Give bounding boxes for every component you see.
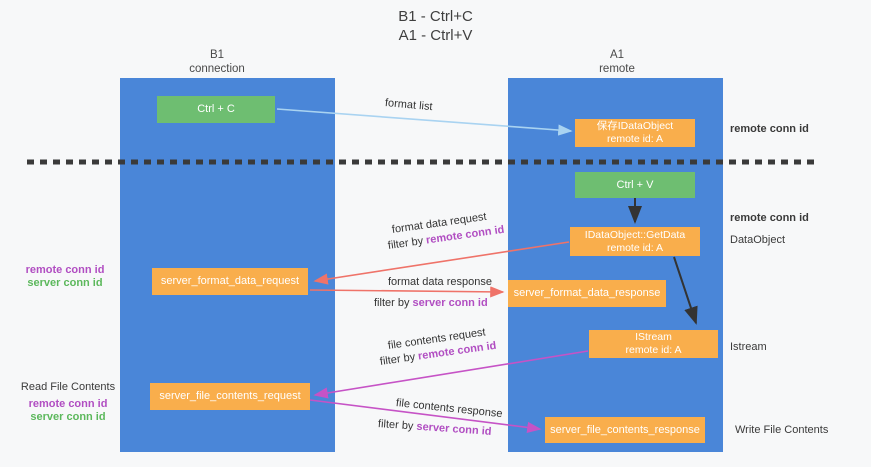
- istream-annotation: Istream: [730, 341, 767, 353]
- ctrl-v-node: Ctrl + V: [575, 172, 695, 198]
- lane-header-a1: A1 remote: [557, 48, 677, 76]
- getdata-line2: remote id: A: [606, 241, 664, 254]
- lane-a1-role: remote: [599, 63, 635, 75]
- save-idataobject-line2: remote id: A: [606, 133, 664, 145]
- istream-line1: IStream: [635, 331, 672, 343]
- read-file-contents-annotation: Read File Contents remote conn id server…: [18, 381, 118, 424]
- filter-by-server-conn-id-label-1: filter by server conn id: [374, 297, 488, 309]
- server-conn-id-text: server conn id: [30, 411, 106, 423]
- server-conn-id-text: server conn id: [412, 297, 488, 309]
- lane-b1-name: B1: [209, 49, 225, 61]
- left-conn-id-annotation: remote conn id server conn id: [20, 264, 110, 290]
- diagram-title: B1 - Ctrl+C A1 - Ctrl+V: [0, 7, 871, 45]
- server-file-contents-response-label: server_file_contents_response: [550, 423, 700, 436]
- server-format-data-request-label: server_format_data_request: [160, 275, 300, 287]
- save-idataobject-line1: 保存IDataObject: [596, 120, 674, 132]
- write-file-contents-annotation: Write File Contents: [735, 424, 829, 436]
- read-file-contents-text: Read File Contents: [20, 381, 116, 393]
- server-file-contents-response-node: server_file_contents_response: [545, 417, 705, 443]
- title-line-1: B1 - Ctrl+C: [398, 8, 473, 25]
- format-data-response-arrow: [309, 286, 505, 298]
- format-data-response-label: format data response: [388, 276, 492, 288]
- server-format-data-response-node: server_format_data_response: [508, 280, 666, 307]
- ctrl-c-label: Ctrl + C: [197, 103, 235, 115]
- filter-by-text: filter by: [374, 297, 413, 309]
- lane-header-b1: B1 connection: [157, 48, 277, 76]
- getdata-to-istream-arrow: [673, 256, 698, 325]
- remote-conn-id-annotation-top: remote conn id: [730, 123, 809, 135]
- ctrl-c-node: Ctrl + C: [157, 96, 275, 123]
- server-conn-id-text: server conn id: [27, 277, 103, 289]
- server-file-contents-request-label: server_file_contents_request: [159, 390, 301, 402]
- idataobject-getdata-node: IDataObject::GetData remote id: A: [570, 227, 700, 256]
- lane-b1-role: connection: [189, 63, 245, 75]
- title-line-2: A1 - Ctrl+V: [398, 27, 473, 44]
- save-idataobject-node: 保存IDataObject remote id: A: [575, 119, 695, 147]
- server-file-contents-request-node: server_file_contents_request: [150, 383, 310, 410]
- format-data-request-arrow: [313, 241, 570, 285]
- dataobject-annotation: DataObject: [730, 234, 786, 246]
- ctrl-v-label: Ctrl + V: [616, 178, 654, 191]
- remote-conn-id-text: remote conn id: [28, 398, 108, 410]
- file-contents-response-arrow: [309, 399, 542, 433]
- server-format-data-request-node: server_format_data_request: [152, 268, 308, 295]
- istream-line2: remote id: A: [625, 344, 682, 356]
- format-list-arrow: [276, 108, 573, 136]
- remote-conn-id-text: remote conn id: [25, 264, 105, 276]
- server-format-data-response-label: server_format_data_response: [513, 287, 661, 299]
- lane-a1-name: A1: [609, 49, 625, 61]
- remote-conn-id-annotation-mid: remote conn id: [730, 212, 809, 224]
- istream-node: IStream remote id: A: [589, 330, 718, 358]
- file-contents-request-arrow: [313, 350, 589, 399]
- getdata-line1: IDataObject::GetData: [584, 228, 686, 241]
